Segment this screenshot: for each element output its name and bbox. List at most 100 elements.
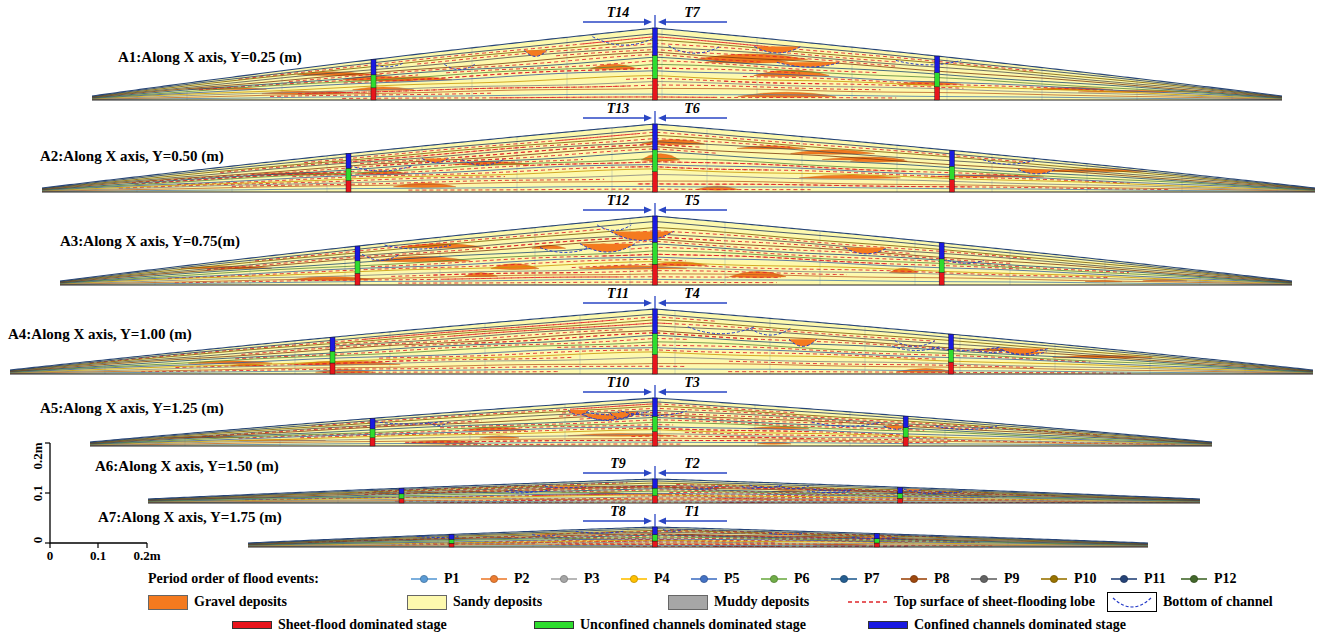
legend-item: Top surface of sheet-flooding lobe [848,594,1095,610]
channel-bottom [663,530,683,532]
arrow-shaft [583,302,646,303]
arrow-shaft [664,520,727,521]
channel-bottom [350,165,414,171]
legend-item: P6 [760,571,810,587]
period-boundary [60,274,1292,284]
section-top [92,28,1282,96]
marker-dot [770,575,777,582]
sandy-fill [42,124,1315,192]
gravel-lens [641,154,679,161]
arrow-shaft [583,472,646,473]
stage-bar [939,259,944,272]
lobe-top-line [398,282,777,283]
legend-text: Muddy deposits [714,594,809,610]
channel-bottom [948,261,984,264]
stage-bar [653,527,658,535]
stage-bar [653,496,658,503]
channel-bottom [580,244,635,252]
stage-bar [653,535,658,541]
series-marker [690,573,718,585]
section-interior [148,477,1200,503]
scale-tick [45,542,50,543]
section-interior [90,396,1212,446]
stage-bar [939,243,944,259]
channel-bottom [1001,349,1040,354]
marker-dot [1120,575,1127,582]
section-interior [10,307,1313,374]
grid-line [802,122,803,192]
channel-bottom [754,46,800,52]
arrow-head [658,115,666,122]
cross-section [90,396,1212,446]
lobe-top-line [445,443,682,445]
center-tick [654,15,655,28]
grid-line [1232,26,1233,100]
stage-bar [653,398,658,416]
section-interior [60,214,1292,285]
legend-item: P9 [970,571,1020,587]
grid-line [535,214,536,285]
period-boundary [248,529,1148,544]
scale-tick [45,492,50,493]
scale-label-holder: 0.1 [90,548,106,564]
lobe-top-line [525,162,1018,176]
series-marker [760,573,788,585]
section-base [10,373,1313,374]
stage-bar [653,172,658,192]
stage-bar [653,432,658,446]
stage-bar [399,488,404,494]
sandy-fill [248,527,1148,547]
channel-bottom [510,490,551,492]
sandy-fill [92,28,1282,100]
period-boundary [148,483,1200,500]
scale-tick [49,543,50,548]
stage-bar [355,273,360,285]
period-boundary [60,244,1292,283]
arrow-shaft [583,21,646,22]
marker-dot [910,575,917,582]
channel-bottom [789,339,817,346]
channel-gravel-fill [789,339,817,346]
period-boundary [10,320,1313,371]
time-label: T9 [610,456,626,471]
legend-text: Gravel deposits [194,594,287,610]
stage-bar [653,124,658,150]
stage-bar [399,494,404,499]
section-title: A1:Along X axis, Y=0.25 (m) [118,49,302,65]
stage-bar [370,438,375,446]
channel-gravel-fill [754,46,800,52]
legend-item: P8 [900,571,950,587]
grid-line [517,122,518,192]
grid-line [1150,307,1151,374]
legend-item: P4 [620,571,670,587]
grid-line [1040,396,1041,446]
arrow-head [658,518,666,525]
stage-bar [330,351,335,363]
grid-line [280,396,281,446]
marker-dot [560,575,567,582]
center-tick [654,466,655,479]
channel-gravel-fill [610,413,632,418]
time-label: T1 [684,504,700,519]
channel-bottom [932,347,1000,350]
lobe-top-line [405,333,758,346]
legend-item: Sandy deposits [407,594,542,610]
legend-text: P5 [724,571,740,587]
series-marker [410,573,438,585]
cross-section [92,26,1282,100]
channel-gravel-fill [524,50,547,56]
section-interior [42,122,1315,192]
section-title: A7:Along X axis, Y=1.75 (m) [98,509,282,525]
channel-bottom [777,486,809,489]
section-title-holder: A5:Along X axis, Y=1.25 (m) [40,400,224,416]
channel-gravel-fill [580,244,635,252]
stage-bar [935,73,940,87]
dashed-line-sample [848,597,888,607]
channel-bottom [936,426,997,429]
arrow-shaft [583,391,646,392]
arrow-shaft [664,21,727,22]
stage-bar [449,534,454,539]
marker-dot [700,575,707,582]
series-marker [1180,573,1208,585]
time-label-holder: T13 [607,101,630,117]
